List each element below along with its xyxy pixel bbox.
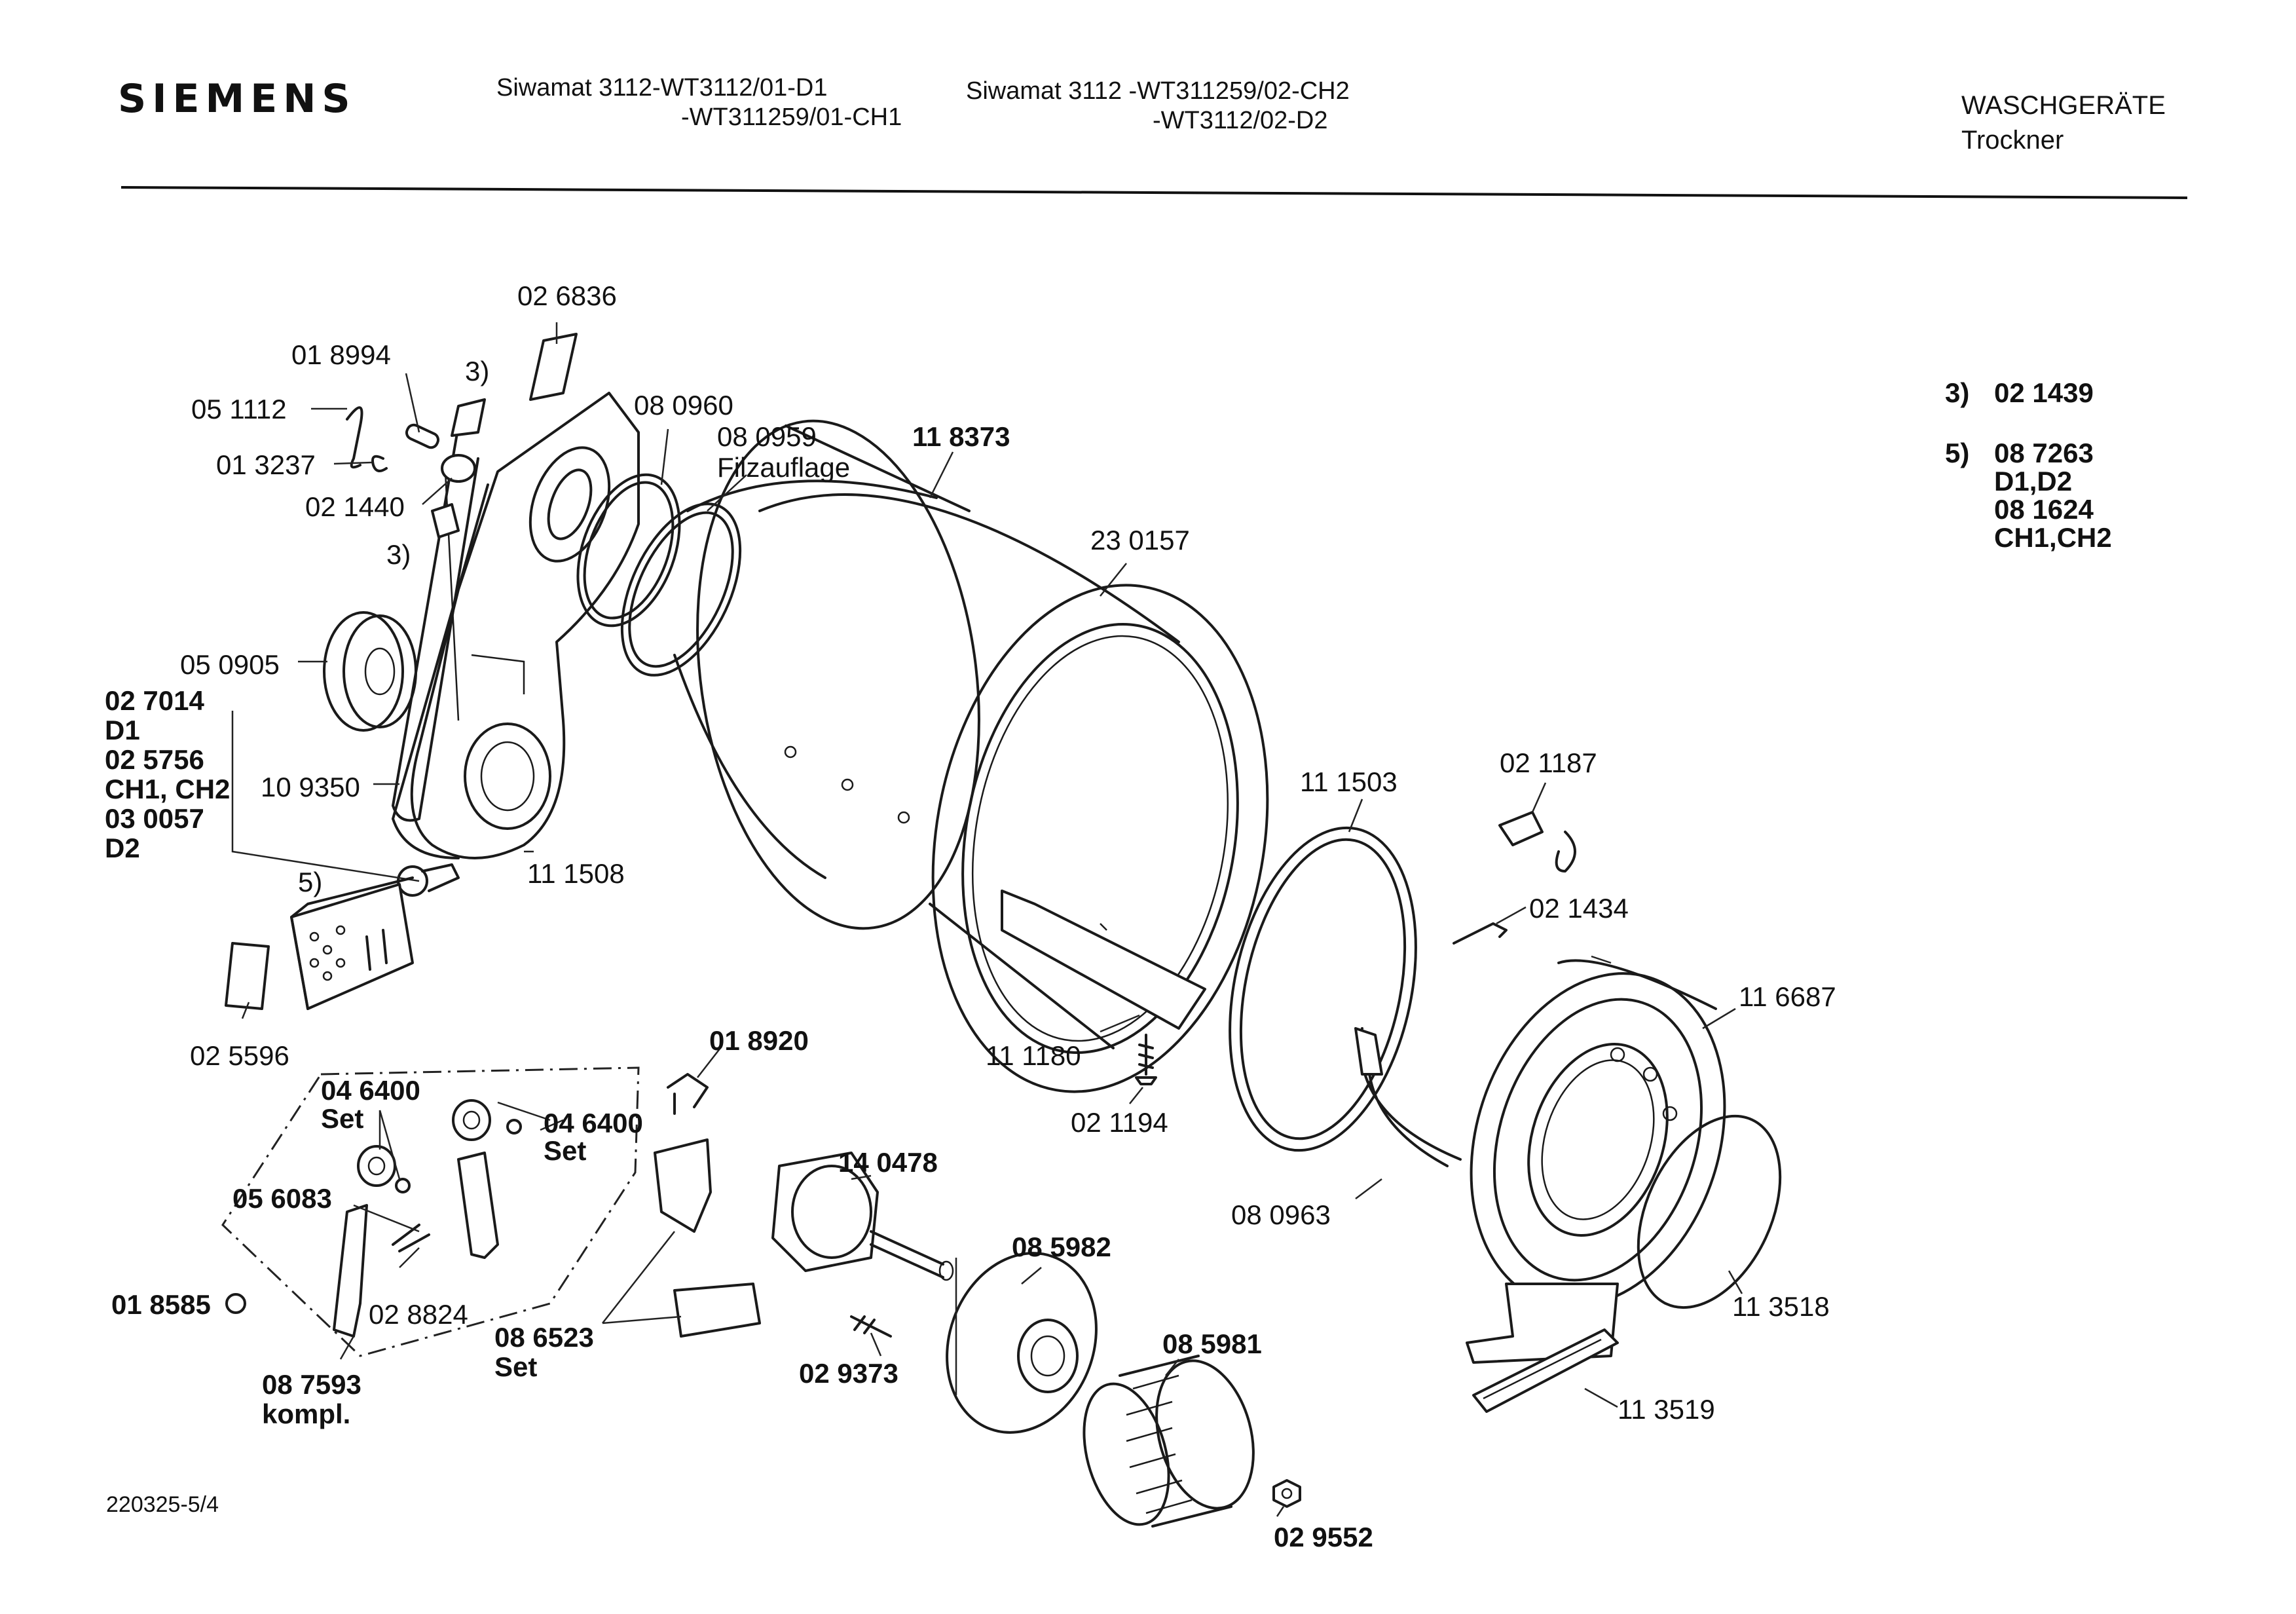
part-label: 03 0057	[105, 803, 204, 834]
rear-housing-plate	[392, 392, 640, 859]
part-label: 02 8824	[369, 1299, 468, 1330]
switch-parts	[225, 1099, 522, 1338]
part-label: 02 5756	[105, 744, 204, 775]
part-label: 02 5596	[190, 1040, 289, 1071]
category-title: WASCHGERÄTE	[1961, 91, 2166, 120]
part-label: 08 0960	[634, 390, 733, 421]
part-label: 02 1440	[305, 491, 405, 522]
fan-wheel-085981	[1083, 1355, 1255, 1528]
drum	[673, 419, 1269, 1093]
model-left-line1: Siwamat 3112-WT3112/01-D1	[496, 74, 828, 102]
part-label: 01 8920	[709, 1025, 809, 1056]
pulley-plate-085982	[946, 1252, 1098, 1434]
part-label: 01 8585	[111, 1289, 211, 1320]
part-label: 05 6083	[232, 1183, 332, 1214]
nut-029552	[1272, 1479, 1301, 1508]
part-label: 02 1187	[1500, 747, 1597, 778]
part-label: 11 6687	[1739, 981, 1836, 1012]
felt-rings	[576, 473, 742, 677]
front-felt-ring	[1229, 826, 1462, 1167]
footnote5-ref: 5)	[1945, 438, 1970, 468]
brand-logo: SIEMENS	[118, 76, 356, 122]
part-label: 05 1112	[191, 394, 287, 424]
subcategory-title: Trockner	[1961, 126, 2064, 155]
part-label: 02 1434	[1529, 893, 1629, 924]
part-label: 08 0963	[1231, 1199, 1331, 1230]
footnote3-part: 02 1439	[1994, 377, 2094, 408]
document-number: 220325-5/4	[106, 1492, 219, 1517]
variant-label: CH1, CH2	[105, 774, 231, 804]
leader-lines	[241, 322, 1743, 1517]
part-label: 08 7593	[262, 1369, 361, 1400]
model-right-line2: -WT3112/02-D2	[1153, 107, 1328, 134]
part-label: 01 8994	[291, 339, 391, 370]
part-label: 04 6400	[544, 1108, 643, 1138]
part-label: 01 3237	[216, 449, 316, 480]
part-label: 08 5982	[1012, 1231, 1111, 1262]
part-label: 08 6523	[494, 1322, 594, 1353]
drive-belt	[392, 424, 479, 822]
part-label: 10 9350	[261, 772, 360, 802]
clip-021187	[1498, 811, 1576, 873]
part-label: 08 0959	[717, 421, 817, 452]
part-label: 02 6836	[517, 280, 617, 311]
part-label: 05 0905	[180, 649, 280, 680]
part-label: 02 9552	[1274, 1522, 1373, 1552]
part-note: 3)	[465, 356, 490, 386]
motor-brackets	[602, 1138, 761, 1338]
small-parts-top-left	[346, 333, 578, 538]
screw-029373	[850, 1315, 892, 1338]
part-label: 11 3518	[1732, 1291, 1830, 1322]
part-label: Filzauflage	[717, 452, 851, 483]
part-label: 08 5981	[1162, 1328, 1262, 1359]
part-label: 11 1180	[986, 1040, 1081, 1071]
header-rule	[120, 186, 2188, 199]
part-note: 5)	[298, 867, 323, 897]
switch-group-outline	[221, 1066, 640, 1357]
footnote5-variant2: CH1,CH2	[1994, 522, 2112, 553]
footnote5-part1: 08 7263	[1994, 438, 2094, 468]
part-label: 02 7014	[105, 685, 204, 716]
part-label: Set	[494, 1351, 538, 1382]
model-right-line1: Siwamat 3112 -WT311259/02-CH2	[966, 77, 1350, 105]
part-label: 11 3519	[1618, 1394, 1715, 1425]
footnote3-ref: 3)	[1945, 377, 1970, 408]
variant-label: D1	[105, 715, 140, 745]
motor-140478	[771, 1152, 954, 1281]
fluff-filter-box	[290, 876, 414, 1010]
part-label: 11 8373	[912, 421, 1010, 452]
front-bearing-shield	[1466, 959, 1782, 1413]
model-left-line2: -WT311259/01-CH1	[681, 103, 902, 131]
part-label: 04 6400	[321, 1075, 420, 1106]
part-label: 02 9373	[799, 1358, 898, 1389]
footnote5-variant1: D1,D2	[1994, 466, 2073, 497]
part-label: 02 1194	[1071, 1107, 1168, 1138]
footnote5-part2: 08 1624	[1994, 494, 2094, 525]
gasket-025596	[225, 942, 270, 1010]
spring-021434	[1453, 922, 1508, 945]
thermostat	[397, 863, 460, 897]
bracket-018920	[667, 1073, 709, 1115]
part-note: 3)	[386, 539, 411, 570]
part-label: 11 1508	[527, 858, 625, 889]
variant-label: D2	[105, 833, 140, 863]
part-label: 11 1503	[1300, 766, 1398, 797]
fan-wheel-050905	[323, 611, 417, 732]
part-label: 23 0157	[1090, 525, 1190, 555]
part-label: Set	[321, 1103, 364, 1134]
part-label: 14 0478	[838, 1147, 938, 1178]
part-label: Set	[544, 1135, 587, 1166]
screw-021194	[1135, 1034, 1157, 1085]
part-label: kompl.	[262, 1398, 351, 1429]
